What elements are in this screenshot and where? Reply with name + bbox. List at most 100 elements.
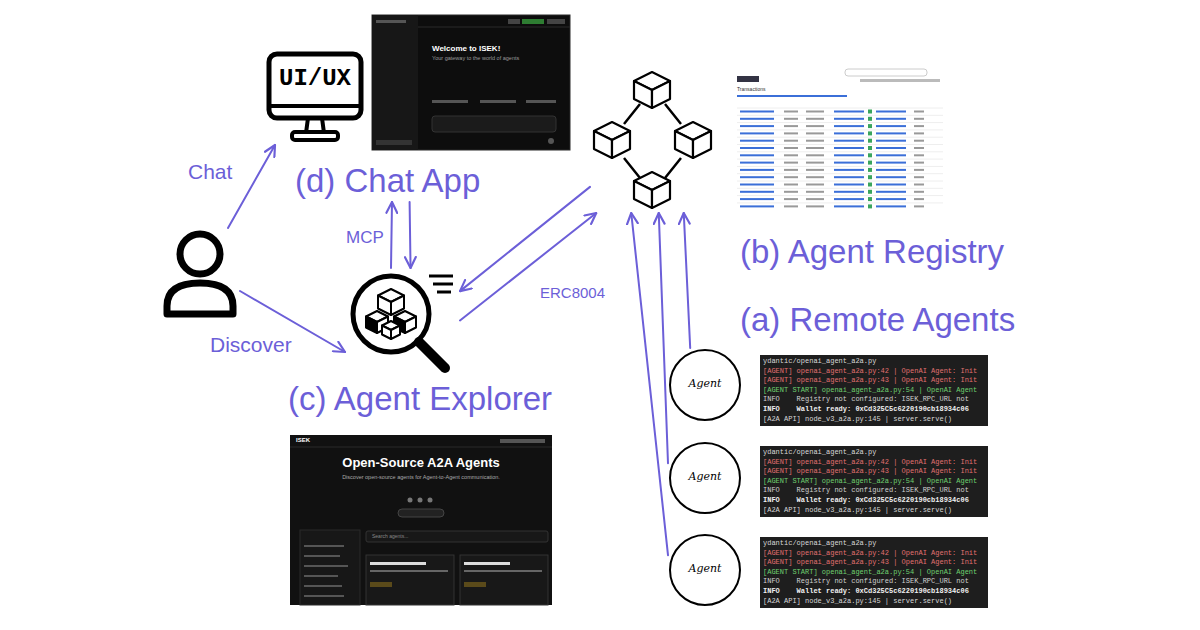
table-cell xyxy=(740,176,774,178)
person-head xyxy=(180,234,220,274)
table-cell xyxy=(784,140,798,142)
explorer-card xyxy=(366,555,454,605)
edge-label: MCP xyxy=(346,228,384,248)
terminal-window xyxy=(760,446,988,517)
agent-node: Agent xyxy=(668,533,742,607)
terminal-window xyxy=(760,537,988,608)
chain-link xyxy=(624,104,681,178)
table-cell xyxy=(834,162,864,164)
table-cell xyxy=(806,154,824,156)
chat-sidebar-item xyxy=(376,20,406,23)
table-cell xyxy=(740,125,774,127)
connector-arrow xyxy=(391,202,392,268)
person-body xyxy=(167,283,233,314)
chat-screenshot xyxy=(372,15,570,150)
table-cell xyxy=(784,111,798,113)
explorer-tag xyxy=(464,582,486,587)
node-label: (c) Agent Explorer xyxy=(288,380,552,418)
explorer-badge xyxy=(398,509,444,517)
table-cell xyxy=(914,205,924,207)
table-cell xyxy=(834,111,864,113)
explorer-sidebar-item xyxy=(304,585,342,587)
agent-label: Agent xyxy=(668,377,742,390)
cube-face xyxy=(634,81,652,108)
terminal-line: ydantic/openai_agent_a2a.py xyxy=(763,357,876,366)
table-cell xyxy=(806,176,824,178)
screenshot-text: Discover open-source agents for Agent-to… xyxy=(290,474,552,480)
monitor-icon xyxy=(265,50,365,145)
screenshot-text: Search agents... xyxy=(372,533,408,539)
magnifier-handle xyxy=(419,342,445,368)
explorer-icon xyxy=(428,498,433,503)
person-icon xyxy=(160,228,240,318)
explorer-screenshot xyxy=(290,435,552,605)
table-cell xyxy=(834,140,864,142)
connector-arrow xyxy=(460,187,590,291)
table-cell xyxy=(740,162,774,164)
explorer-tag xyxy=(370,582,392,587)
table-cell xyxy=(806,118,824,120)
table-cell xyxy=(876,132,906,134)
blockchain-icon xyxy=(590,68,715,213)
table-cell xyxy=(868,117,872,121)
terminal-window xyxy=(760,355,988,426)
cube-face xyxy=(612,131,630,158)
table-cell xyxy=(914,162,924,164)
terminal-line: INFO Wallet ready: 0xCd325C5c6220190cb18… xyxy=(763,496,969,505)
table-cell xyxy=(834,205,864,207)
cube-face xyxy=(634,181,652,208)
explorer-card-line xyxy=(464,562,510,565)
terminal-line: [A2A API] node_v3_a2a.py:145 | server.se… xyxy=(763,415,952,424)
explorer-icon xyxy=(345,268,460,373)
cube-face xyxy=(652,181,670,208)
connector-arrow xyxy=(659,213,668,463)
table-cell xyxy=(876,140,906,142)
table-cell xyxy=(806,162,824,164)
table-cell xyxy=(868,139,872,143)
explorer-topbar xyxy=(290,447,552,448)
terminal-line: [A2A API] node_v3_a2a.py:145 | server.se… xyxy=(763,506,952,515)
table-cell xyxy=(868,146,872,150)
cube-face xyxy=(675,131,693,158)
table-row-line xyxy=(737,159,943,160)
table-cell xyxy=(876,125,906,127)
connector-arrow xyxy=(409,202,412,268)
screenshot-text: Your gateway to the world of agents xyxy=(432,55,519,61)
screenshot-text: Welcome to ISEK! xyxy=(432,44,500,53)
terminal-line: INFO Registry not configured: ISEK_RPC_U… xyxy=(763,486,969,495)
table-cell xyxy=(914,154,924,156)
search-line xyxy=(437,291,451,294)
table-row-line xyxy=(737,129,943,130)
table-cell xyxy=(868,161,872,165)
table-cell xyxy=(806,111,824,113)
chat-button xyxy=(508,19,520,24)
registry-screenshot xyxy=(735,65,945,215)
table-cell xyxy=(876,162,906,164)
table-cell xyxy=(784,169,798,171)
table-row-line xyxy=(737,202,943,203)
table-cell xyxy=(784,147,798,149)
table-cell xyxy=(876,118,906,120)
table-cell xyxy=(868,110,872,114)
explorer-sidebar-item xyxy=(304,575,338,577)
table-row-line xyxy=(737,173,943,174)
table-cell xyxy=(876,184,906,186)
table-cell xyxy=(914,191,924,193)
explorer-card-line xyxy=(464,570,542,572)
cube-face xyxy=(693,131,711,158)
table-cell xyxy=(806,169,824,171)
registry-search xyxy=(845,69,927,76)
explorer-sidebar xyxy=(300,530,360,605)
table-row-line xyxy=(737,115,943,116)
table-cell xyxy=(876,205,906,207)
table-cell xyxy=(876,198,906,200)
table-cell xyxy=(740,184,774,186)
cube-face xyxy=(391,326,400,340)
ui-monitor: UI/UX xyxy=(265,50,365,145)
table-cell xyxy=(806,191,824,193)
monitor-chin xyxy=(269,104,361,108)
terminal-line: [AGENT START] openai_agent_a2a.py:54 | O… xyxy=(763,477,977,486)
table-cell xyxy=(834,176,864,178)
chat-input xyxy=(432,116,556,132)
cube-face xyxy=(405,317,416,334)
